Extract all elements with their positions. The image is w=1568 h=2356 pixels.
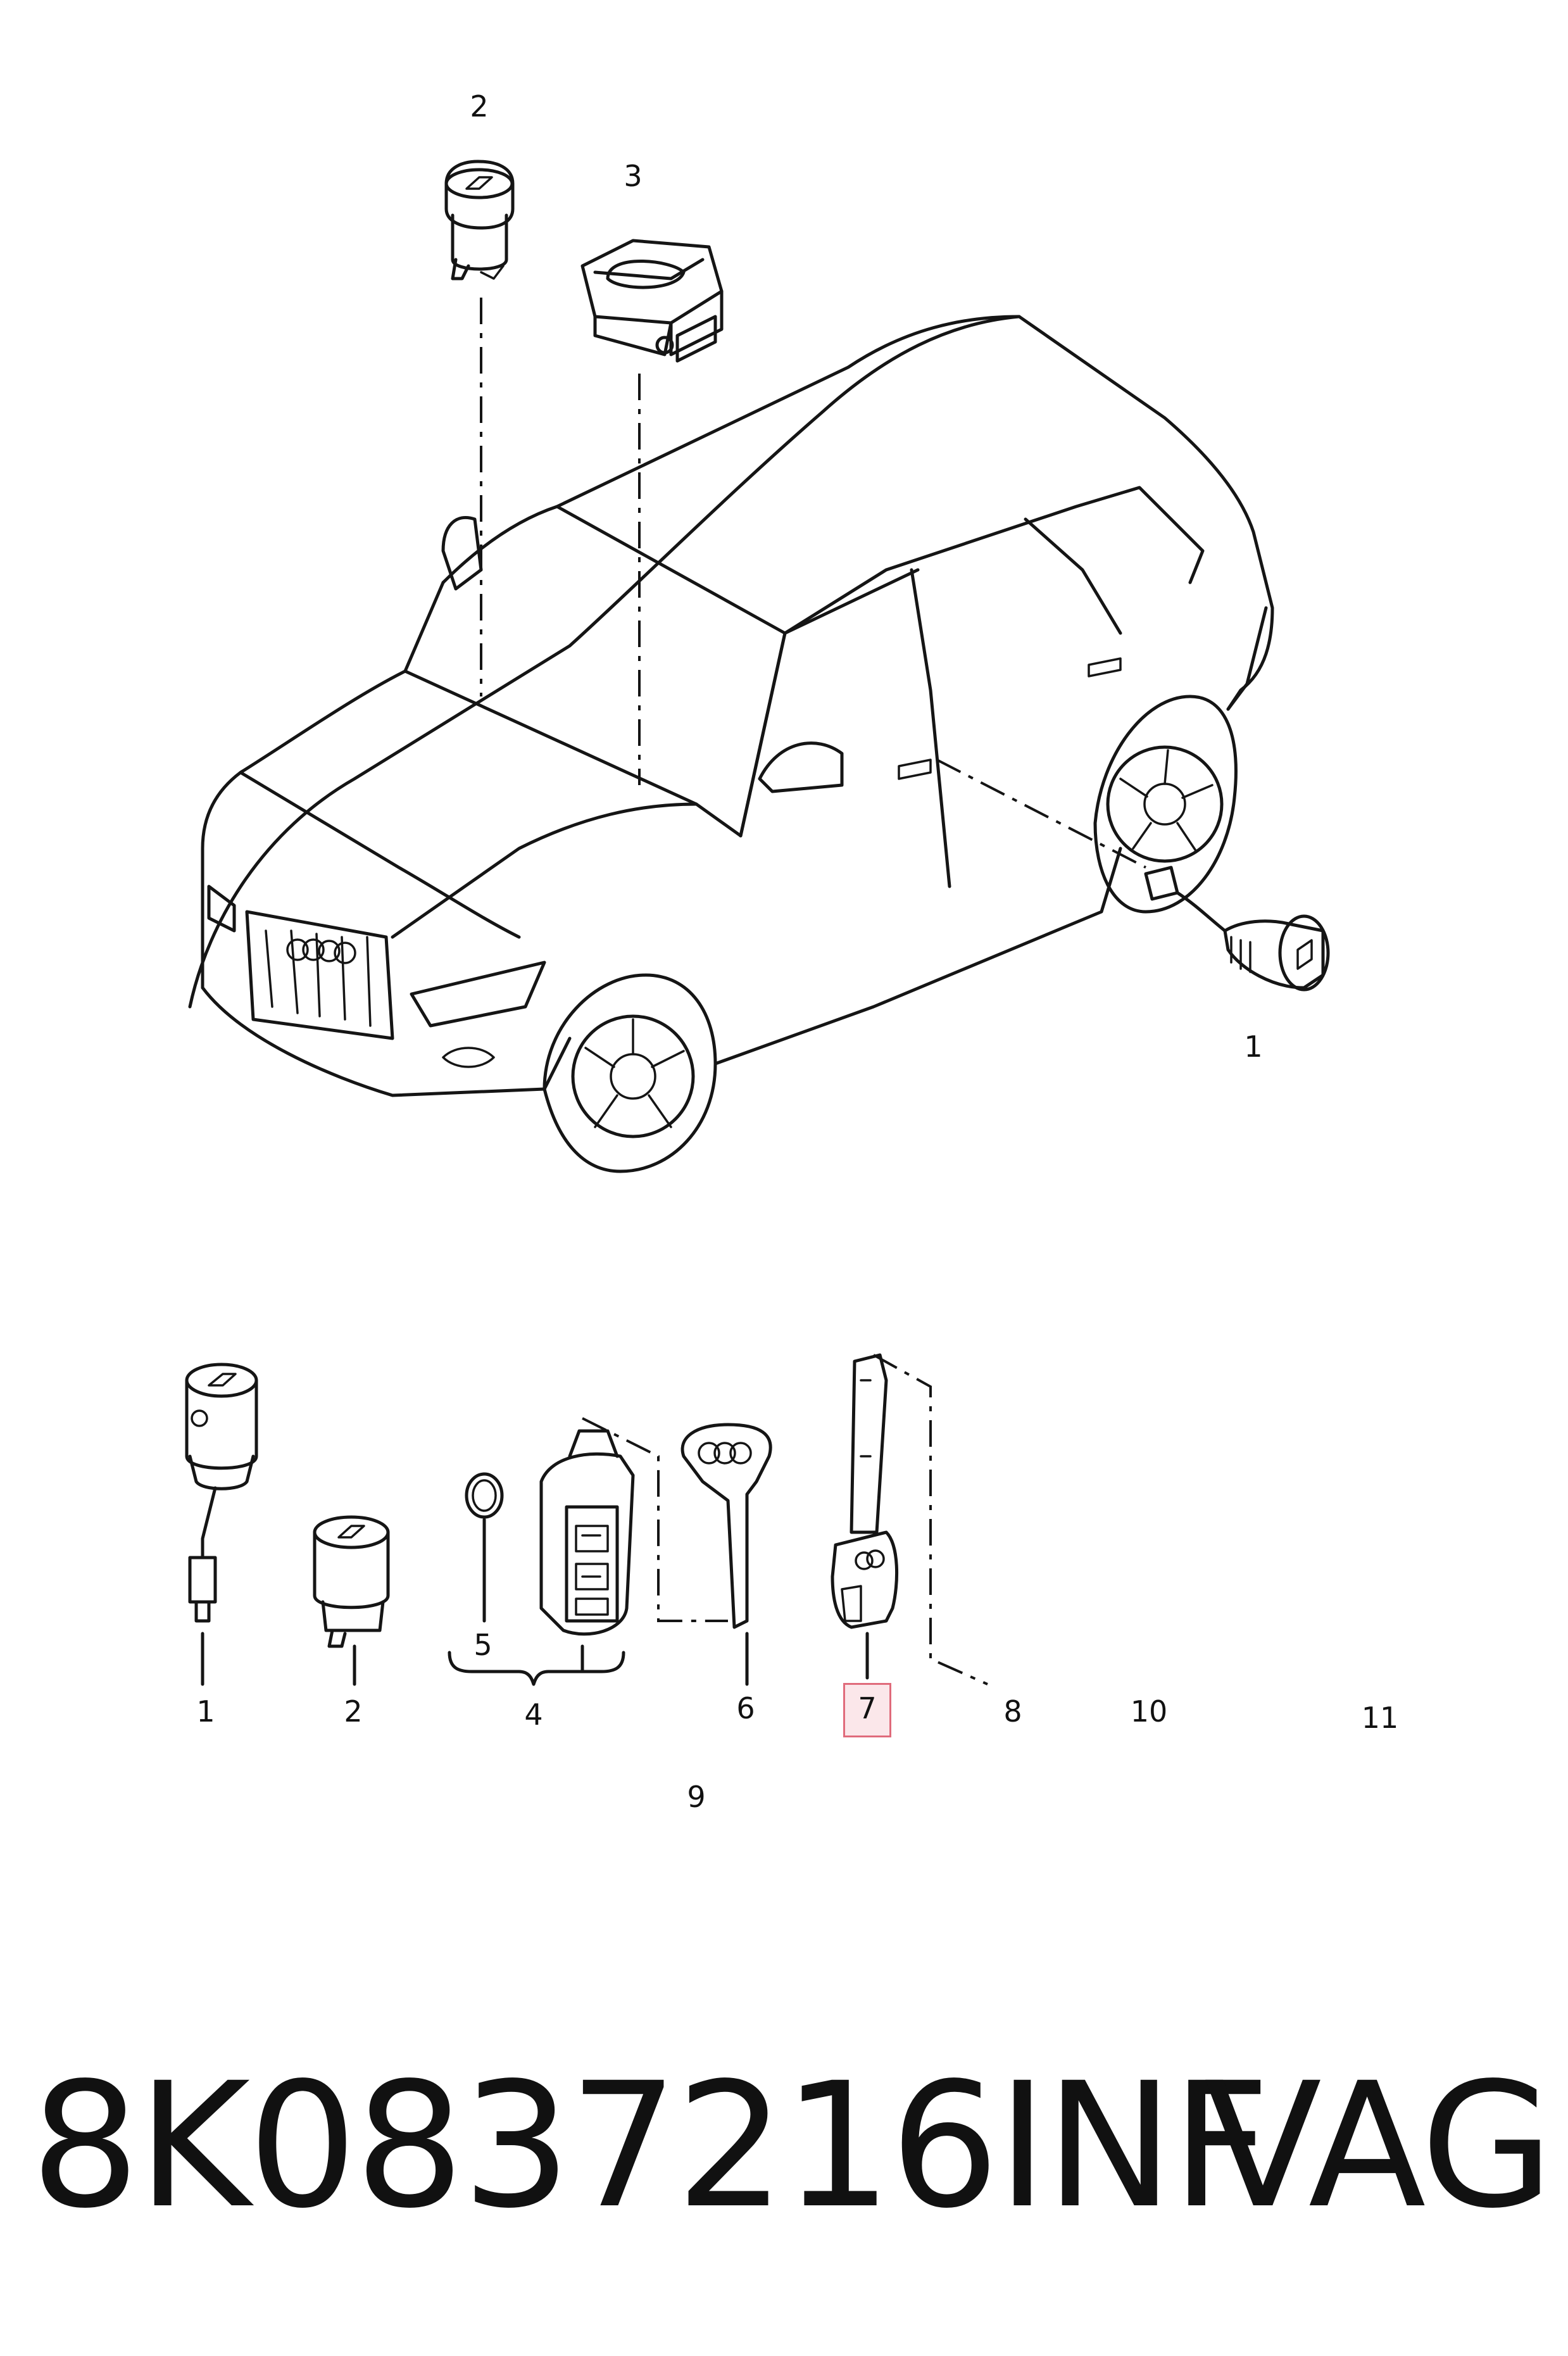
callout-6: 6 bbox=[736, 1691, 755, 1725]
part-7-key-blade-with-head bbox=[831, 1353, 899, 1629]
callout-11: 11 bbox=[1361, 1701, 1399, 1735]
callout-10: 10 bbox=[1130, 1694, 1168, 1729]
part-5-battery bbox=[465, 1472, 504, 1519]
callout-9: 9 bbox=[687, 1780, 706, 1814]
part-number-text: 8K0837216INF bbox=[30, 2046, 1270, 2246]
part-4-remote-key-fob bbox=[539, 1429, 635, 1636]
leader-line-part-1 bbox=[936, 759, 1146, 869]
callout-7: 7 bbox=[858, 1691, 877, 1725]
part-1-lock-cylinder bbox=[185, 1363, 258, 1623]
callout-7-highlight bbox=[843, 1683, 891, 1737]
part-2-lock-cylinder bbox=[313, 1515, 390, 1648]
callout-2-top: 2 bbox=[470, 89, 489, 123]
callout-1-top: 1 bbox=[1244, 1030, 1263, 1064]
part-3-control-module bbox=[580, 239, 724, 363]
part-2-lock-cylinder-top bbox=[444, 160, 515, 280]
callout-1: 1 bbox=[196, 1694, 215, 1729]
bracket-parts-4-5 bbox=[448, 1651, 625, 1686]
callout-8: 8 bbox=[1003, 1694, 1022, 1729]
leader-line-part-7-dashed bbox=[873, 1354, 988, 1685]
car-illustration bbox=[188, 315, 1274, 1173]
brand-text: VAG bbox=[1204, 2046, 1554, 2246]
callout-3-top: 3 bbox=[624, 159, 643, 193]
callout-2: 2 bbox=[344, 1694, 363, 1729]
leader-line-part-4-dashed bbox=[582, 1417, 728, 1622]
part-1-door-lock-top bbox=[1144, 866, 1330, 992]
callout-5: 5 bbox=[474, 1628, 492, 1662]
part-6-emergency-key-blade bbox=[681, 1423, 772, 1629]
callout-4: 4 bbox=[524, 1698, 543, 1732]
